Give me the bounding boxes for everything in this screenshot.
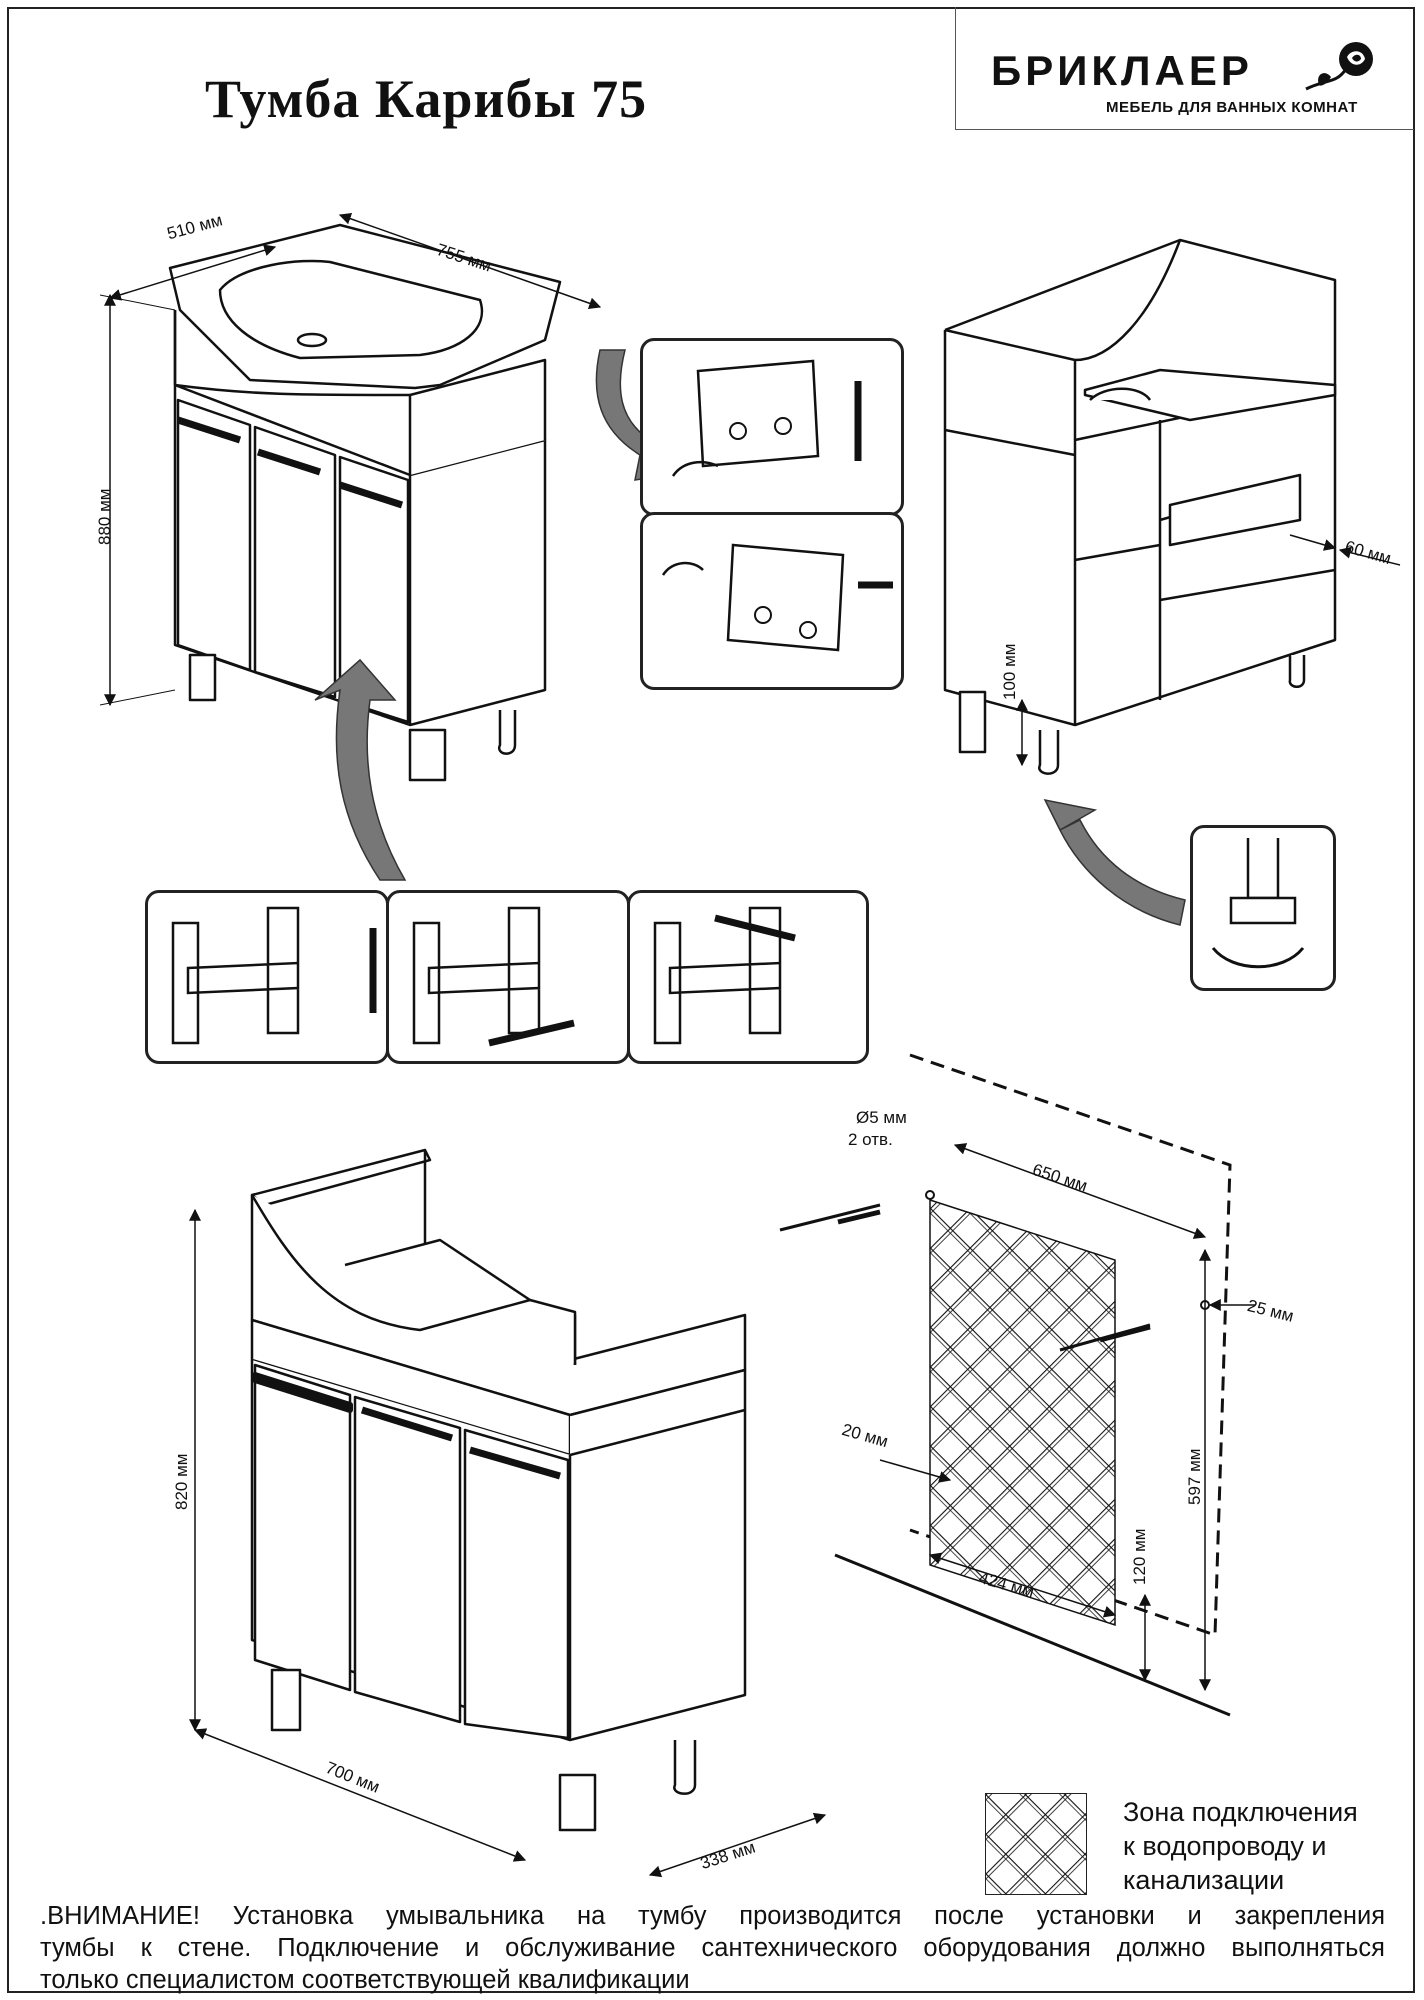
page-title: Тумба Карибы 75	[205, 69, 648, 129]
hinge-panel-1	[145, 890, 389, 1064]
brand-logo: БРИКЛАЕР МЕБЕЛЬ ДЛЯ ВАННЫХ КОМНАТ	[955, 7, 1414, 130]
hinge-panel-3	[627, 890, 869, 1064]
dim-bottom-height: 820 мм	[172, 1453, 191, 1510]
leg-adjust-panel	[1190, 825, 1336, 991]
dim-hole-diameter: Ø5 мм	[856, 1108, 907, 1127]
legend-line-2: к водопроводу и	[1123, 1831, 1327, 1861]
dim-hole-count: 2 отв.	[848, 1130, 893, 1149]
cabinet-with-sink-drawing	[99, 212, 602, 782]
leg-adjust-icon	[1211, 838, 1305, 969]
cabinet-drawing	[189, 1148, 827, 1878]
brand-tagline: МЕБЕЛЬ ДЛЯ ВАННЫХ КОМНАТ	[1106, 99, 1358, 116]
dim-leg-height: 100 мм	[1000, 643, 1019, 700]
hinge-detail-panel-1	[640, 338, 904, 516]
hinge-icon	[171, 906, 377, 1045]
hinge-adjust-horizontal-icon	[661, 543, 893, 652]
brand-name: БРИКЛАЕР	[991, 47, 1253, 94]
rose-icon	[1305, 42, 1373, 91]
hinge-icon	[412, 906, 575, 1047]
legend-text: Зона подключения к водопроводу и канализ…	[1123, 1795, 1358, 1897]
warning-line-3: только специалистом соответствующей квал…	[40, 1966, 690, 1994]
hinge-icon	[653, 906, 796, 1045]
open-cabinet-drawing	[943, 238, 1401, 775]
warning-line-1: .ВНИМАНИЕ! Установка умывальника на тумб…	[40, 1902, 1385, 1930]
hinge-panel-2	[386, 890, 630, 1064]
connection-zone-swatch	[985, 1793, 1087, 1895]
legend-line-1: Зона подключения	[1123, 1797, 1358, 1827]
legend-line-3: канализации	[1123, 1865, 1285, 1895]
dim-zone-bottom: 120 мм	[1130, 1528, 1149, 1585]
warning-text: .ВНИМАНИЕ! Установка умывальника на тумб…	[40, 1900, 1385, 1996]
dim-top-height: 880 мм	[95, 488, 114, 545]
dim-zone-height: 597 мм	[1185, 1448, 1204, 1505]
page-frame	[7, 7, 1415, 1993]
warning-line-2: тумбы к стене. Подключение и обслуживани…	[40, 1934, 1385, 1962]
hinge-detail-panel-2	[640, 512, 904, 690]
hinge-adjust-vertical-icon	[671, 359, 862, 477]
wall-mounting-scheme	[779, 1053, 1255, 1717]
